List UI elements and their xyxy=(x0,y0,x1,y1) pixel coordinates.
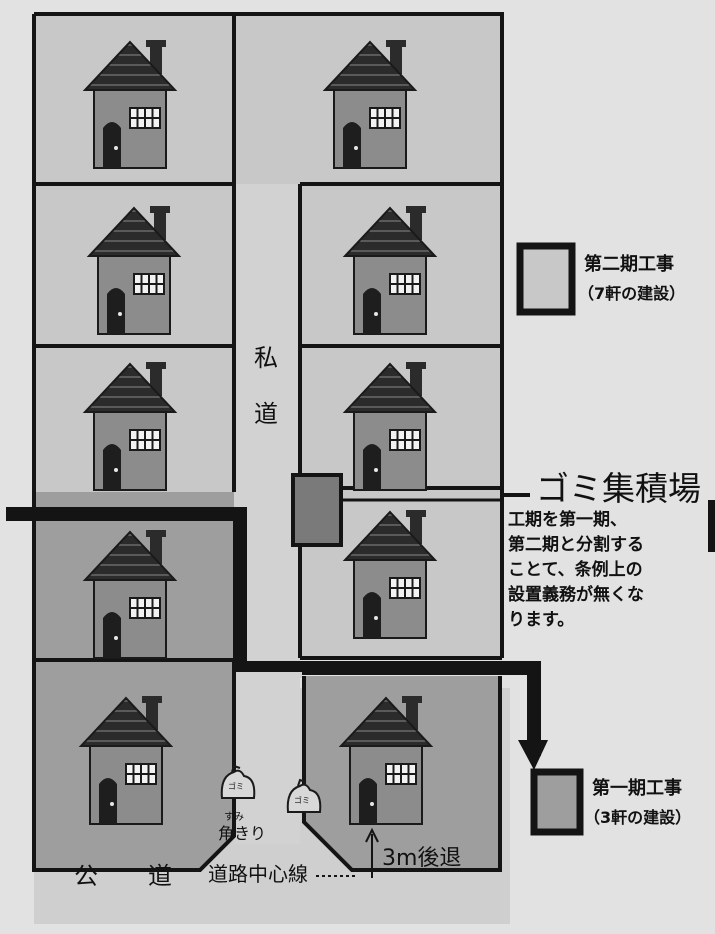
legend-phase2-swatch xyxy=(516,242,576,316)
corner-cut-label: 角きり xyxy=(218,824,267,843)
garbage-note: 工期を第一期、 第二期と分割する ことて、条例上の 設置義務が無くな ります。 xyxy=(508,508,712,633)
legend-phase1-subtitle: （3軒の建設） xyxy=(584,808,692,827)
setback-arrow-icon xyxy=(365,827,379,843)
public-road-label-2: 道 xyxy=(148,862,172,890)
garbage-note-line: ことて、条例上の xyxy=(508,560,643,580)
center-line-label: 道路中心線 xyxy=(208,862,308,886)
lot-outlines xyxy=(32,12,504,872)
legend-phase1-swatch xyxy=(530,768,584,836)
garbage-bag-label-2: ゴミ xyxy=(294,796,310,805)
phase1-boundary xyxy=(6,507,541,756)
road-gap xyxy=(236,672,302,678)
public-road-label-1: 公 xyxy=(74,862,98,890)
garbage-note-line: 第二期と分割する xyxy=(508,535,644,555)
legend-phase2-title: 第二期工事 xyxy=(584,254,674,275)
legend-phase2-subtitle: （7軒の建設） xyxy=(578,284,686,303)
private-road-label-2: 道 xyxy=(254,400,278,428)
setback-label: 3m後退 xyxy=(382,846,462,871)
corner-cut-small-label: すみ xyxy=(224,812,244,823)
garbage-point xyxy=(291,473,343,547)
private-road-label-1: 私 xyxy=(254,344,278,372)
note-bar xyxy=(708,500,715,552)
garbage-note-line: ります。 xyxy=(508,610,575,630)
garbage-note-line: 設置義務が無くな xyxy=(508,585,644,605)
legend-phase1-title: 第一期工事 xyxy=(592,778,682,799)
phase1-arrowhead xyxy=(518,740,548,770)
garbage-point-title: ゴミ集積場 xyxy=(536,469,701,508)
garbage-note-line: 工期を第一期、 xyxy=(508,510,627,530)
garbage-bag-label-1: ゴミ xyxy=(228,782,244,791)
